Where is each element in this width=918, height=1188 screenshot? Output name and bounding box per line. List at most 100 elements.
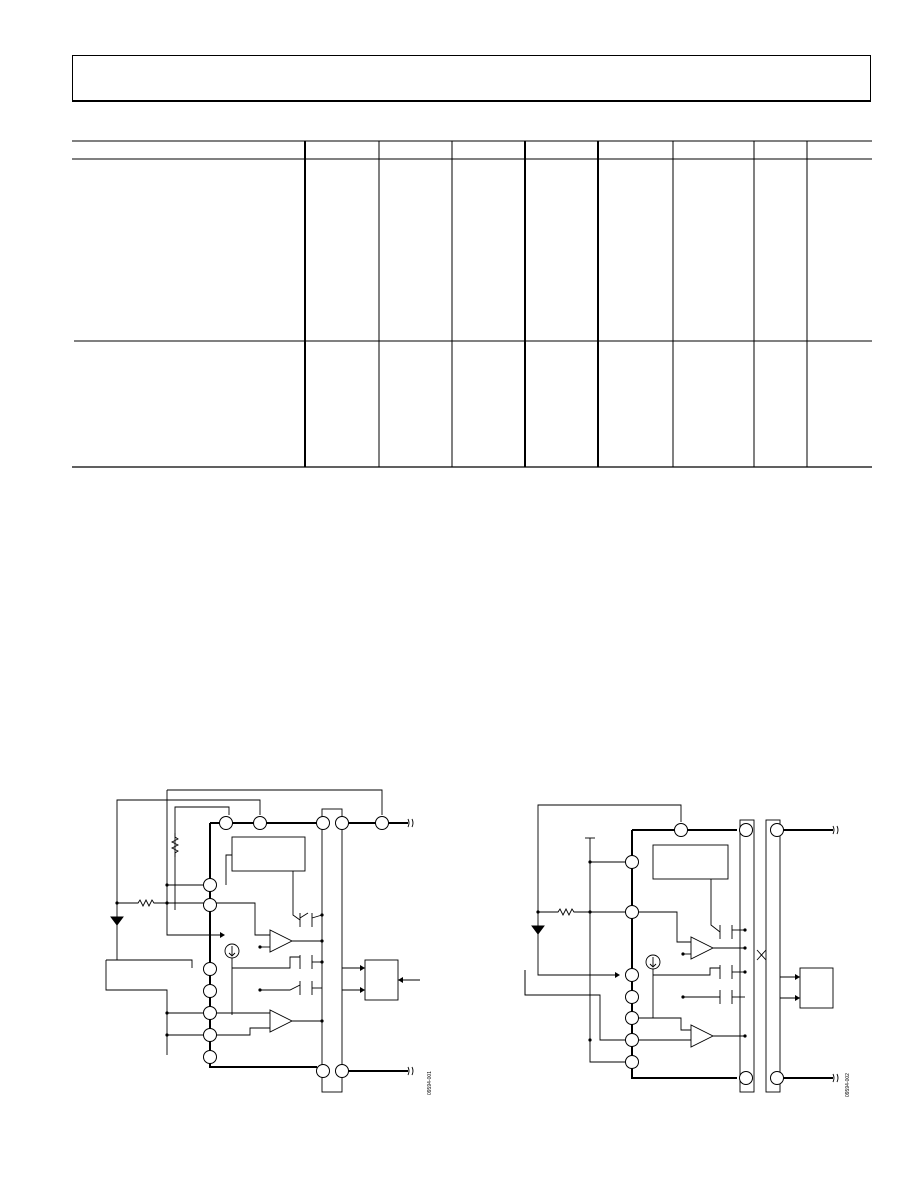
arrowhead [795,995,800,1001]
pin-terminal [203,1028,217,1042]
junction-dot [743,946,747,950]
wire [632,911,691,943]
break-mark-icon [407,1066,414,1076]
rail-bracket [765,819,781,1093]
junction-dot [320,1019,324,1023]
junction-dot [320,913,324,917]
pin-terminal [625,1055,639,1069]
wire [116,799,261,903]
figure-circuit-left: 09594-001 [90,785,433,1110]
junction-dot [320,960,324,964]
pin-terminal [625,1033,639,1047]
junction-dot [165,901,169,905]
wire [232,956,300,969]
arrowhead [615,972,620,978]
pin-terminal [203,962,217,976]
pin-terminal [316,1064,330,1078]
wire [174,806,230,910]
specification-table [72,140,872,468]
wire [292,871,301,921]
wire [589,838,632,1063]
arrowhead [398,977,403,983]
pin-terminal [253,816,267,830]
junction-dot [320,939,324,943]
wire [524,970,632,1041]
arrowhead [360,965,365,971]
pin-terminal [739,823,753,837]
pin-terminal [625,905,639,919]
pin-terminal [219,816,233,830]
wire [537,804,682,912]
wire [167,789,383,815]
pin-terminal [335,1064,349,1078]
resistor [170,833,180,857]
page-header [72,55,871,102]
wire [260,984,301,991]
junction-dot [115,901,119,905]
internal-block [652,844,729,880]
op-amp-icon [690,936,715,960]
junction-dot [258,988,262,992]
photodiode-fill [532,926,544,934]
op-amp-icon [690,1024,715,1048]
circuit-diagram-right: 09594-002 [524,804,851,1097]
resistor [117,898,210,908]
rail-bracket [321,808,343,1093]
wire [653,967,720,976]
pin-terminal [316,816,330,830]
break-mark-icon [832,825,839,835]
pin-terminal [625,855,639,869]
photodiode-fill [111,917,123,925]
pin-terminal [770,823,784,837]
pin-terminal [203,984,217,998]
table-grid [72,140,872,468]
wire [710,879,721,933]
current-source-arrow [649,963,657,968]
junction-dot [743,970,747,974]
junction-dot [743,1034,747,1038]
current-source-arrow [228,952,236,957]
pin-terminal [375,816,389,830]
transistor-group [299,912,323,995]
pin-terminal [203,878,217,892]
pin-terminal [674,823,688,837]
pin-terminal [203,1006,217,1020]
pin-terminal [625,1011,639,1025]
junction-dot [743,928,747,932]
junction-dot [165,1011,169,1015]
pin-terminal [770,1071,784,1085]
rail-bracket [739,819,755,1093]
wire [106,959,193,968]
op-amp-icon [269,929,294,953]
circuit-diagram-left: 09594-001 [105,789,433,1095]
wire [166,790,220,936]
junction-dot [681,952,685,956]
junction-dot [681,995,685,999]
logic-block [799,967,834,1009]
wire [105,960,168,1055]
arrowhead [360,987,365,993]
figure-circuit-right: 09594-002 [515,800,855,1110]
crossover [756,949,767,961]
transistor-lead [311,914,323,919]
pin-terminal [739,1071,753,1085]
junction-dot [588,1038,592,1042]
break-mark-icon [832,1073,839,1083]
junction-dot [165,883,169,887]
wire [537,912,615,976]
wire [225,854,232,885]
logic-block [364,959,399,1001]
figure-number: 09594-002 [845,1073,851,1097]
junction-dot [165,1033,169,1037]
junction-dot [588,860,592,864]
figure-number: 09594-001 [427,1071,433,1095]
break-mark-icon [407,818,414,828]
arrowhead [795,974,800,980]
resistor [538,907,632,917]
wire [632,1017,691,1031]
pin-terminal [203,898,217,912]
pin-terminal [335,816,349,830]
pin-terminal [203,1050,217,1064]
wire [210,902,270,936]
pin-terminal [625,990,639,1004]
